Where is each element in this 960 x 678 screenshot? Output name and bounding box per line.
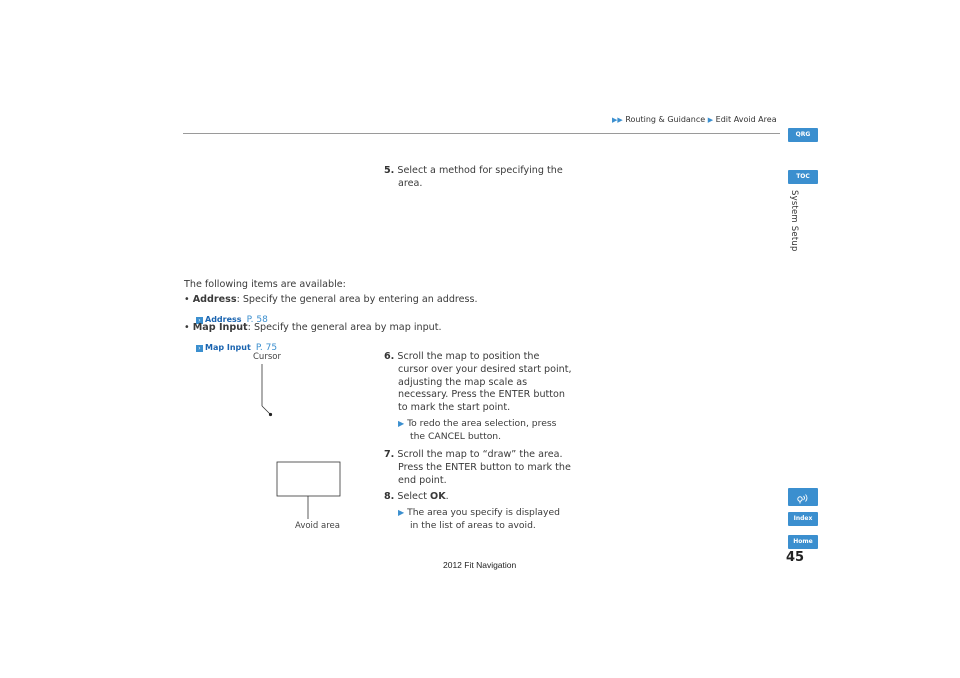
step-text: adjusting the map scale as <box>398 376 528 388</box>
step-number: 7. <box>384 449 395 460</box>
header-rule <box>183 133 780 134</box>
item-desc: : Specify the general area by map input. <box>247 322 442 333</box>
step-text: Scroll the map to “draw” the area. <box>397 449 563 460</box>
cursor-leader-line <box>261 405 271 415</box>
home-tab[interactable]: Home <box>788 535 818 549</box>
bullet: • <box>184 294 190 305</box>
link-label[interactable]: Map Input <box>205 343 251 352</box>
avoid-area-box <box>276 461 341 497</box>
step-text: cursor over your desired start point, <box>398 363 572 375</box>
step-text: Press the ENTER button to mark the <box>398 461 571 473</box>
link-page[interactable]: P. 75 <box>255 343 278 353</box>
step-text: end point. <box>398 474 447 486</box>
breadcrumb: ▶▶ Routing & Guidance ▶ Edit Avoid Area <box>612 115 777 124</box>
address-link[interactable]: ›Address P. 58 <box>196 307 268 326</box>
step-text: Select <box>397 491 431 502</box>
step-text: necessary. Press the ENTER button <box>398 389 565 401</box>
page-number: 45 <box>786 550 805 565</box>
bullet: • <box>184 322 190 333</box>
step-text: Select a method for specifying the <box>397 165 563 176</box>
note-text: To redo the area selection, press <box>407 418 557 429</box>
link-page[interactable]: P. 58 <box>246 315 268 325</box>
step-number: 5. <box>384 165 395 176</box>
step-number: 8. <box>384 491 395 502</box>
intro-text: The following items are available: <box>184 279 346 290</box>
toc-tab[interactable]: TOC <box>788 170 818 184</box>
step-text: Scroll the map to position the <box>397 351 540 362</box>
link-label[interactable]: Address <box>205 315 242 324</box>
note-text: in the list of areas to avoid. <box>410 519 536 531</box>
item-desc: : Specify the general area by entering a… <box>236 294 478 305</box>
step-8-note: ▶ The area you specify is displayed in t… <box>398 507 560 532</box>
note-text: The area you specify is displayed <box>407 507 560 518</box>
link-arrow-icon: › <box>196 317 203 324</box>
step-6-note: ▶ To redo the area selection, press the … <box>398 418 556 443</box>
qrg-tab[interactable]: QRG <box>788 128 818 142</box>
cursor-label: Cursor <box>253 352 281 362</box>
item-name: Address <box>192 294 237 305</box>
breadcrumb-arrow-icon: ▶ <box>707 116 714 124</box>
voice-command-tab[interactable] <box>788 488 818 506</box>
note-text: the CANCEL button. <box>410 430 502 442</box>
step-text: to mark the start point. <box>398 402 511 414</box>
step-text: area. <box>398 177 423 189</box>
link-arrow-icon: › <box>196 345 203 352</box>
voice-command-icon <box>797 494 808 504</box>
index-tab[interactable]: Index <box>788 512 818 526</box>
breadcrumb-edit-avoid-area: Edit Avoid Area <box>715 115 777 124</box>
triangle-arrow-icon: ▶ <box>398 419 405 428</box>
step-8: 8. Select OK. <box>384 491 449 502</box>
step-6: 6. Scroll the map to position the cursor… <box>384 351 572 415</box>
list-item-map-input: • Map Input: Specify the general area by… <box>184 322 442 335</box>
avoid-area-label: Avoid area <box>295 521 340 531</box>
section-title: System Setup <box>789 190 799 252</box>
breadcrumb-routing-guidance[interactable]: Routing & Guidance <box>625 115 706 124</box>
ok-label: OK <box>430 491 446 502</box>
step-number: 6. <box>384 351 395 362</box>
item-name: Map Input <box>192 322 248 333</box>
triangle-arrow-icon: ▶ <box>398 508 405 517</box>
map-input-link[interactable]: ›Map Input P. 75 <box>196 335 277 354</box>
step-7: 7. Scroll the map to “draw” the area. Pr… <box>384 449 571 487</box>
cursor-dot <box>268 412 273 417</box>
step-5: 5. Select a method for specifying the ar… <box>384 165 563 191</box>
list-item-address: • Address: Specify the general area by e… <box>184 294 478 307</box>
breadcrumb-arrow-icon: ▶▶ <box>612 116 623 124</box>
footer-text: 2012 Fit Navigation <box>443 560 517 570</box>
